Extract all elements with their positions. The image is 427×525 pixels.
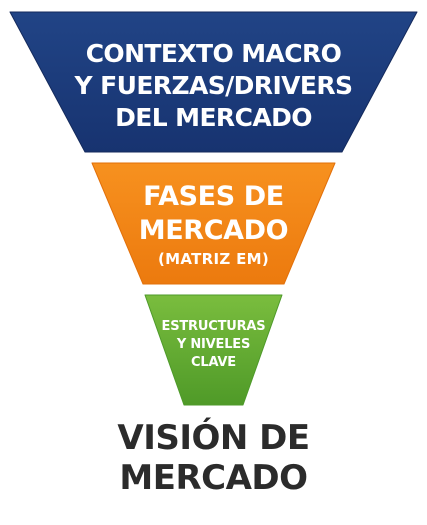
funnel-outcome-title: VISIÓN DE MERCADO	[0, 418, 427, 498]
funnel-tier-key-levels: ESTRUCTURAS Y NIVELES CLAVE	[144, 294, 283, 406]
tier-levels-line-2: Y NIVELES	[176, 337, 250, 352]
tier-phases-line-1: FASES DE	[143, 181, 284, 212]
tier-macro-line-2: Y FUERZAS/DRIVERS	[74, 71, 353, 100]
tier-macro-line-3: DEL MERCADO	[115, 103, 312, 132]
tier-macro-shape	[9, 11, 418, 153]
funnel-tier-market-phases: FASES DE MERCADO (MATRIZ EM)	[91, 162, 336, 285]
tier-levels-line-1: ESTRUCTURAS	[162, 319, 266, 334]
tier-levels-line-3: CLAVE	[191, 355, 236, 370]
funnel-tier-macro-context: CONTEXTO MACRO Y FUERZAS/DRIVERS DEL MER…	[9, 11, 418, 153]
tier-macro-line-1: CONTEXTO MACRO	[86, 39, 342, 68]
outcome-line-2: MERCADO	[119, 458, 308, 498]
tier-phases-subtitle: (MATRIZ EM)	[158, 250, 269, 268]
tier-phases-shape	[91, 162, 336, 285]
tier-levels-shape	[144, 294, 283, 406]
outcome-line-1: VISIÓN DE	[117, 418, 310, 458]
tier-phases-line-2: MERCADO	[139, 215, 288, 246]
